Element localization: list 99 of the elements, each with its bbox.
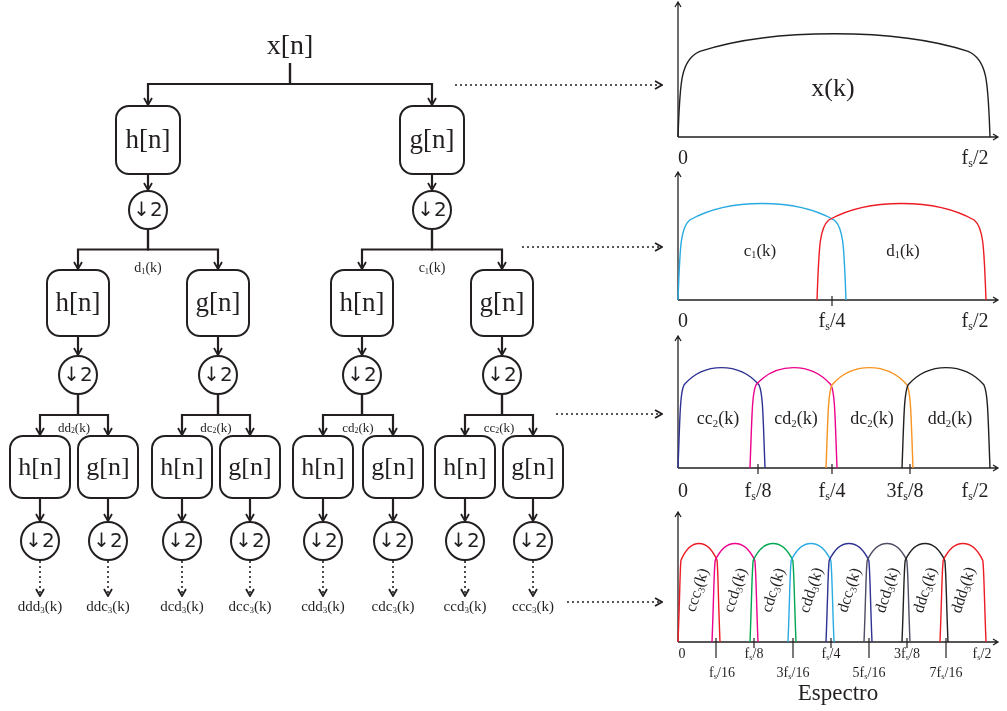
frequency-tick-label: 0 [678,147,688,167]
filter-box: g[n] [219,435,281,499]
dotted-arrow [528,560,538,597]
arrow [103,499,113,522]
filter-box: h[n] [46,269,110,337]
downsampler-circle: ↓2 [445,521,485,561]
arrow [318,499,328,522]
arrow [216,395,255,436]
dotted-arrow [388,560,398,597]
arrow [500,395,538,436]
arrow [73,337,83,356]
band-label: dc$_{2}$(k) [850,409,894,427]
downsampler-circle: ↓2 [373,521,413,561]
subband-label: c$_{1}$(k) [418,261,446,275]
frequency-tick-label: 0 [678,310,688,330]
frequency-tick-label: f$_{s}$/2 [961,480,989,500]
frequency-tick-label: f$_{s}$/4 [821,647,841,661]
downsampler-circle: ↓2 [128,190,168,230]
output-label: cdc$_{3}$(k) [359,596,427,616]
dotted-arrow [454,80,663,90]
dotted-arrow [245,560,255,597]
arrow [497,337,507,356]
arrow [460,499,470,522]
filter-box: h[n] [330,269,394,337]
arrow [35,499,45,522]
arrow [76,395,113,436]
arrow [177,499,187,522]
output-label: dcd$_{3}$(k) [148,596,216,616]
subband-label: dd$_{2}$(k) [57,420,91,434]
arrow [146,230,223,270]
frequency-tick-label: 3f$_{s}$/8 [894,647,920,661]
arrow [360,395,398,436]
frequency-tick-label: f$_{s}$/2 [961,310,989,330]
downsampler-circle: ↓2 [20,521,60,561]
filter-box: h[n] [434,435,496,499]
frequency-tick-label: f$_{s}$/4 [818,310,846,330]
downsampler-circle: ↓2 [513,521,553,561]
subband-label: cd$_{2}$(k) [342,420,374,434]
filter-box: g[n] [362,435,424,499]
dotted-arrow [318,560,328,597]
dotted-arrow [460,560,470,597]
arrow [427,175,437,191]
filter-box: h[n] [151,435,213,499]
arrow [388,499,398,522]
output-label: ccd$_{3}$(k) [431,596,499,616]
downsampler-circle: ↓2 [412,190,452,230]
frequency-tick-label: f$_{s}$/4 [818,480,846,500]
output-label: ddd$_{3}$(k) [6,596,74,616]
axis-caption: Espectro [797,680,879,704]
arrow [528,499,538,522]
frequency-tick-label: f$_{s}$/2 [961,147,989,167]
output-label: dcc$_{3}$(k) [216,596,284,616]
filter-box: g[n] [186,269,250,337]
arrow [288,63,437,106]
frequency-tick-label: f$_{s}$/2 [972,647,992,661]
dotted-arrow [555,409,663,419]
arrow [245,499,255,522]
subband-label: cc$_{2}$(k) [483,420,515,434]
filter-box: g[n] [399,105,465,175]
frequency-tick-label: 0 [678,480,688,500]
dotted-arrow [103,560,113,597]
frequency-tick-label: f$_{s}$/8 [744,647,764,661]
filter-box: h[n] [292,435,354,499]
arrow [143,175,153,191]
signal-label: x[n] [253,27,327,63]
frequency-tick-label: 3f$_{s}$/8 [886,480,924,500]
downsampler-circle: ↓2 [303,521,343,561]
subband-label: d$_{1}$(k) [134,261,162,275]
filter-box: h[n] [9,435,71,499]
band-label: c$_{1}$(k) [743,241,777,259]
filter-box: g[n] [77,435,139,499]
band-label: x(k) [811,75,855,101]
filter-box: g[n] [470,269,534,337]
arrow [213,337,223,356]
filter-box: h[n] [115,105,181,175]
band-label: cd$_{2}$(k) [774,409,818,427]
arrow [430,230,507,270]
dotted-arrow [35,560,45,597]
dotted-arrow [566,597,663,607]
dotted-arrow [177,560,187,597]
downsampler-circle: ↓2 [88,521,128,561]
arrow [357,337,367,356]
frequency-tick-label: 0 [678,647,686,661]
downsampler-circle: ↓2 [58,355,98,395]
dotted-arrow [521,242,663,252]
output-label: cdd$_{3}$(k) [289,596,357,616]
output-label: ddc$_{3}$(k) [74,596,142,616]
subband-label: dc$_{2}$(k) [200,420,232,434]
downsampler-circle: ↓2 [342,355,382,395]
band-label: dd$_{2}$(k) [927,409,973,427]
frequency-tick-label: f$_{s}$/8 [744,480,772,500]
band-label: cc$_{2}$(k) [696,409,740,427]
downsampler-circle: ↓2 [482,355,522,395]
downsampler-circle: ↓2 [198,355,238,395]
output-label: ccc$_{3}$(k) [499,596,567,616]
filter-box: g[n] [502,435,564,499]
band-label: d$_{1}$(k) [886,241,920,259]
downsampler-circle: ↓2 [162,521,202,561]
downsampler-circle: ↓2 [230,521,270,561]
